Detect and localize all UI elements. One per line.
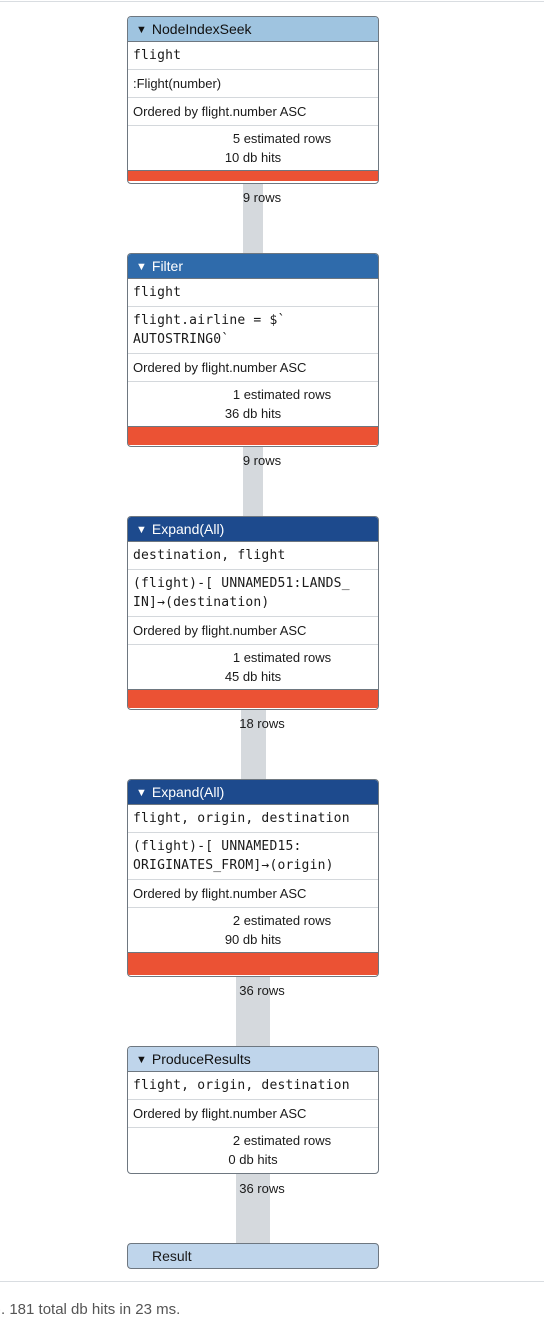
db-hits: 90 db hits [224,932,282,947]
cost-bar [128,689,378,708]
operator-name: Expand(All) [151,521,225,537]
operator-order: Ordered by flight.number ASC [128,1100,378,1128]
rows-count-label: 36 rows [239,1181,285,1196]
estimated-rows: 1 estimated rows [232,650,332,665]
db-hits: 0 db hits [228,1152,278,1167]
operator-identifiers: flight [128,279,378,307]
operator-name: Expand(All) [151,784,225,800]
cost-bar [128,952,378,975]
rows-connector [236,1173,270,1244]
query-summary: ). 181 total db hits in 23 ms. [0,1301,181,1318]
top-divider [0,1,544,2]
operator-identifiers: flight, origin, destination [128,1072,378,1100]
operator-header[interactable]: ▼ NodeIndexSeek [128,17,378,42]
operator-header[interactable]: ▼ Filter [128,254,378,279]
operator-details: flight.airline = $` AUTOSTRING0` [128,307,378,354]
operator-stats: 5 estimated rows 10 db hits [128,126,378,170]
operator-order: Ordered by flight.number ASC [128,354,378,382]
cost-bar [128,170,378,181]
operator-order: Ordered by flight.number ASC [128,98,378,126]
operator-produce-results[interactable]: ▼ ProduceResults flight, origin, destinat… [127,1046,379,1174]
operator-details: (flight)-[ UNNAMED15: ORIGINATES_FROM]→(… [128,833,378,880]
operator-order: Ordered by flight.number ASC [128,617,378,645]
cost-bar [128,426,378,445]
operator-stats: 1 estimated rows 36 db hits [128,382,378,426]
db-hits: 10 db hits [224,150,282,165]
operator-header[interactable]: ▼ ProduceResults [128,1047,378,1072]
collapse-triangle-icon[interactable]: ▼ [136,787,147,799]
estimated-rows: 1 estimated rows [232,387,332,402]
rows-count-label: 9 rows [242,190,282,205]
operator-details: :Flight(number) [128,70,378,98]
operator-filter[interactable]: ▼ Filter flight flight.airline = $` AUTOS… [127,253,379,447]
operator-name: ProduceResults [151,1051,251,1067]
operator-stats: 2 estimated rows 90 db hits [128,908,378,952]
operator-details: (flight)-[ UNNAMED51:LANDS_ IN]→(destina… [128,570,378,617]
operator-name: NodeIndexSeek [151,21,252,37]
operator-identifiers: flight [128,42,378,70]
estimated-rows: 2 estimated rows [232,913,332,928]
collapse-triangle-icon[interactable]: ▼ [136,1054,147,1066]
operator-header[interactable]: ▼ Expand(All) [128,517,378,542]
operator-identifiers: flight, origin, destination [128,805,378,833]
rows-connector [243,183,263,253]
collapse-triangle-icon[interactable]: ▼ [136,24,147,36]
operator-order: Ordered by flight.number ASC [128,880,378,908]
collapse-triangle-icon[interactable]: ▼ [136,261,147,273]
operator-name: Filter [151,258,184,274]
operator-node-index-seek[interactable]: ▼ NodeIndexSeek flight :Flight(number) Or… [127,16,379,184]
result-node[interactable]: Result [127,1243,379,1269]
bottom-divider [0,1281,544,1282]
rows-count-label: 36 rows [239,983,285,998]
estimated-rows: 2 estimated rows [232,1133,332,1148]
operator-header[interactable]: ▼ Expand(All) [128,780,378,805]
operator-expand-all[interactable]: ▼ Expand(All) flight, origin, destination… [127,779,379,977]
collapse-triangle-icon[interactable]: ▼ [136,524,147,536]
rows-connector [241,709,266,780]
operator-stats: 1 estimated rows 45 db hits [128,645,378,689]
db-hits: 45 db hits [224,669,282,684]
operator-stats: 2 estimated rows 0 db hits [128,1128,378,1172]
estimated-rows: 5 estimated rows [232,131,332,146]
db-hits: 36 db hits [224,406,282,421]
rows-connector [243,446,263,516]
operator-expand-all[interactable]: ▼ Expand(All) destination, flight (flight… [127,516,379,710]
rows-count-label: 18 rows [239,716,285,731]
operator-identifiers: destination, flight [128,542,378,570]
rows-connector [236,976,270,1046]
rows-count-label: 9 rows [242,453,282,468]
